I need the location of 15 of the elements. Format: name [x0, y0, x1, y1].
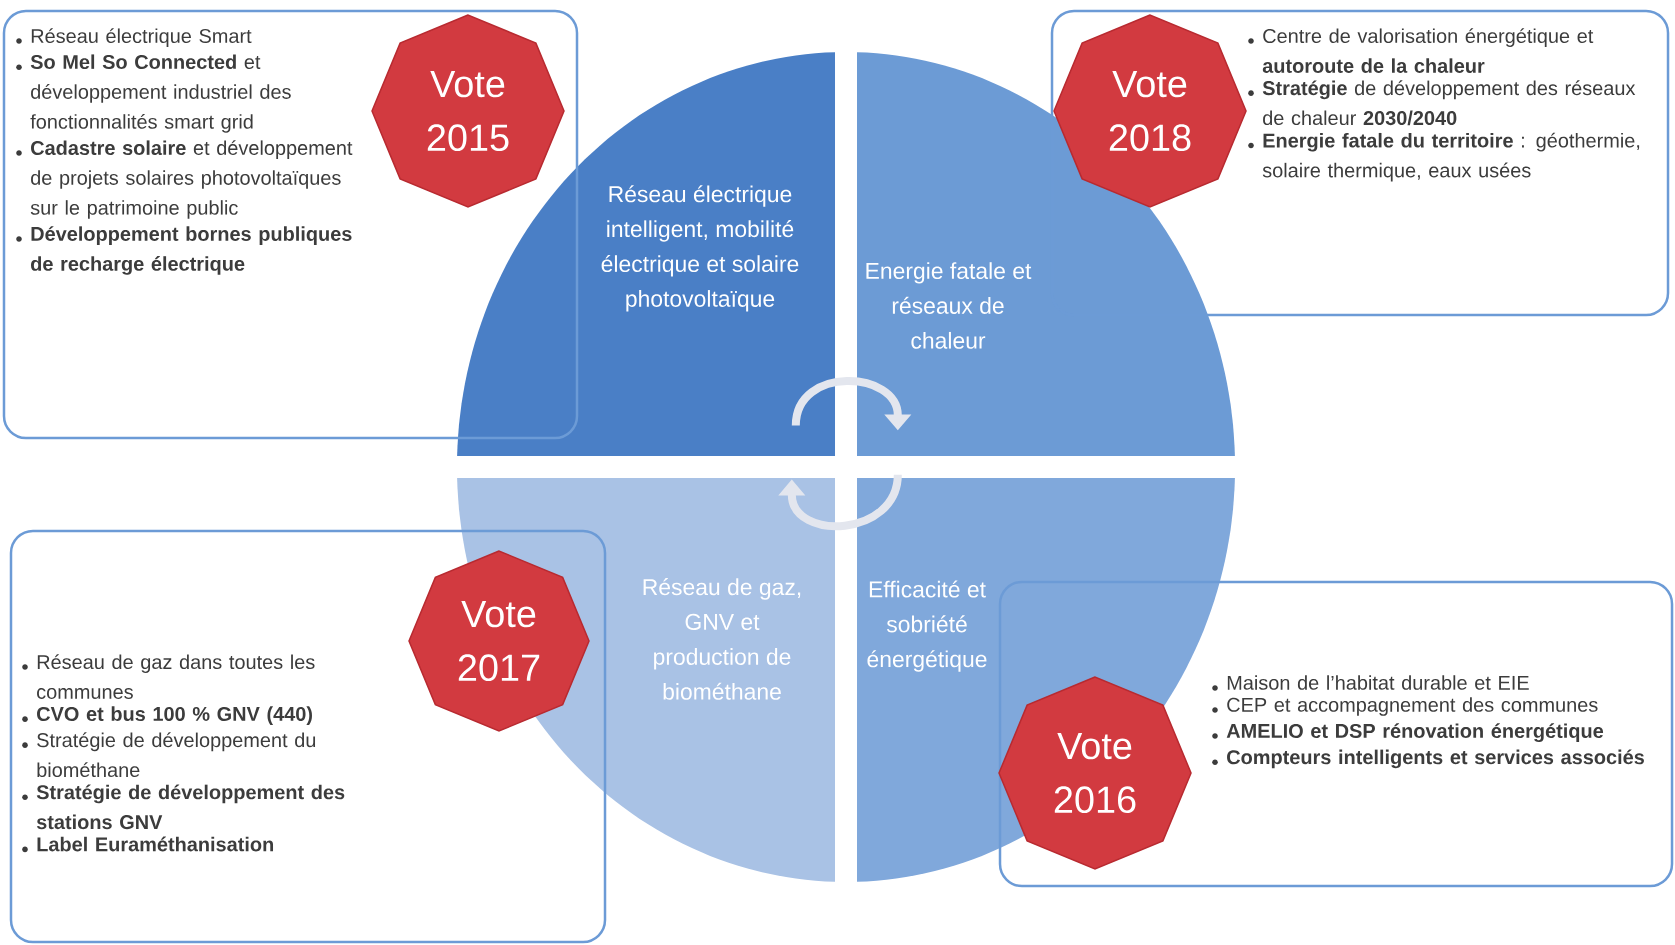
bullet-item: Réseau de gaz dans toutes les communes — [22, 654, 315, 699]
vote-octagon: Vote 2018 — [1053, 14, 1247, 208]
bullet-item: Stratégie de développement des réseaux de chaleur 2030/2040 — [1248, 80, 1636, 126]
bullet-item: Stratégie de développement des stations GNV — [22, 784, 345, 830]
bullet-item: Energie fatale du territoire : géothermie, solaire thermique, eaux usées — [1248, 132, 1640, 182]
bullet-item: Label Euraméthanisation — [22, 836, 273, 853]
vote-octagon: Vote 2016 — [998, 676, 1192, 870]
vote-octagon: Vote 2015 — [371, 14, 565, 208]
bullet-item: CVO et bus 100 % GNV (440) — [22, 706, 312, 725]
bullet-item: Développement bornes publiques de recharge électrique — [16, 226, 352, 275]
bullet-item: Réseau électrique Smart — [16, 28, 252, 47]
bullet-item: Stratégie de développement du biométhane — [22, 732, 316, 778]
vote-octagon: Vote 2017 — [408, 550, 590, 732]
bullet-item: Cadastre solaire et développement de projets solaires photovoltaïques sur le patrimoine public — [16, 140, 353, 219]
bullet-item: Centre de valorisation énergétique et autoroute de la chaleur — [1248, 28, 1594, 73]
